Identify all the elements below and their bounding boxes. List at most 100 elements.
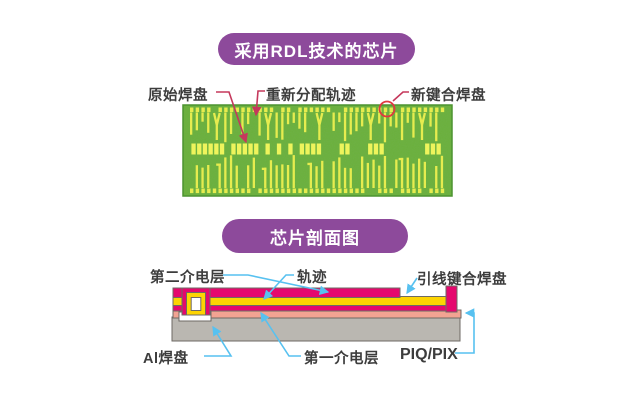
- die-trace: [241, 107, 245, 113]
- die-trace: [214, 143, 219, 155]
- die-trace: [305, 143, 310, 155]
- die-trace: [315, 107, 319, 113]
- die-trace: [429, 188, 433, 194]
- die-trace: [400, 112, 404, 141]
- die-trace: [429, 107, 433, 113]
- label-wire-bond-pad: 引线键合焊盘: [417, 272, 507, 288]
- die-trace: [412, 112, 415, 138]
- die-trace: [269, 188, 274, 194]
- die-trace: [338, 112, 341, 123]
- die-trace: [298, 112, 301, 129]
- die-trace: [242, 143, 247, 155]
- die-trace: [190, 107, 194, 113]
- die-trace: [197, 143, 202, 155]
- cross-section-leader-lines: [204, 274, 475, 357]
- die-trace: [235, 107, 239, 113]
- die-trace: [326, 188, 331, 194]
- leader-new-bond-pad: [392, 91, 409, 102]
- die-trace: [418, 107, 422, 113]
- die-trace: [343, 112, 347, 142]
- die-trace: [332, 161, 335, 188]
- die-trace: [355, 188, 359, 194]
- die-trace: [264, 188, 268, 194]
- die-trace: [321, 188, 325, 194]
- die-trace: [235, 165, 238, 188]
- die-trace: [389, 107, 393, 113]
- die-trace: [321, 160, 324, 188]
- die-trace: [224, 188, 228, 194]
- die-trace: [435, 107, 439, 113]
- die-trace: [418, 158, 421, 188]
- die-trace: [429, 112, 432, 127]
- die-trace: [315, 112, 324, 140]
- die-trace: [368, 143, 373, 155]
- die-trace: [241, 112, 244, 134]
- die-trace: [311, 143, 316, 155]
- die-trace: [264, 107, 268, 113]
- die-trace: [229, 107, 234, 113]
- die-trace: [229, 155, 233, 188]
- title-banner-rdl-chip: 采用RDL技术的芯片: [218, 33, 415, 65]
- die-trace: [307, 162, 312, 166]
- second-dielectric-layer: [172, 287, 401, 298]
- die-trace: [440, 188, 445, 194]
- label-redistribution-trace: 重新分配轨迹: [266, 88, 356, 104]
- die-trace: [218, 188, 222, 194]
- die-trace: [361, 156, 364, 188]
- leader-second-dielectric: [223, 274, 330, 295]
- die-trace: [372, 159, 375, 188]
- die-trace: [425, 143, 430, 155]
- die-trace: [406, 157, 409, 188]
- die-trace: [435, 188, 439, 194]
- die-trace: [435, 166, 438, 188]
- leader-first-dielectric: [260, 311, 301, 357]
- die-trace: [292, 188, 296, 194]
- die-trace: [366, 107, 371, 113]
- leader-piq-pix: [455, 308, 475, 354]
- die-trace: [281, 107, 285, 113]
- new-bond-pad-highlight-circle: [378, 100, 396, 118]
- label-second-dielectric: 第二介电层: [150, 270, 225, 286]
- die-trace: [237, 143, 242, 155]
- die-pattern: [190, 107, 445, 194]
- die-trace: [219, 143, 225, 155]
- leader-trace: [263, 274, 294, 300]
- die-trace: [366, 162, 369, 188]
- die-trace: [349, 188, 353, 194]
- die-trace: [395, 159, 398, 188]
- die-trace: [395, 112, 398, 128]
- die-trace: [241, 188, 245, 194]
- cross-section-drawing: [171, 285, 462, 342]
- label-original-pad: 原始焊盘: [148, 88, 208, 104]
- die-trace: [440, 155, 444, 188]
- die-trace: [258, 188, 262, 194]
- die-trace: [298, 188, 302, 194]
- label-trace: 轨迹: [297, 270, 327, 286]
- die-trace: [190, 188, 194, 194]
- die-trace: [343, 167, 347, 188]
- die-trace: [345, 143, 350, 155]
- die-trace: [281, 164, 284, 188]
- die-trace: [207, 188, 211, 194]
- die-trace: [207, 165, 210, 188]
- die-trace: [400, 157, 404, 188]
- die-trace: [400, 188, 405, 194]
- die-trace: [229, 112, 233, 134]
- die-trace: [338, 188, 342, 194]
- die-trace: [224, 112, 227, 143]
- die-trace: [288, 143, 293, 155]
- die-trace: [195, 112, 198, 131]
- die-trace: [418, 188, 422, 194]
- die-trace: [373, 143, 379, 155]
- substrate-layer: [171, 316, 461, 342]
- die-trace: [202, 143, 208, 155]
- die-trace: [275, 112, 278, 138]
- die-trace: [264, 112, 273, 140]
- die-trace: [275, 165, 278, 188]
- title-banner-cross-section: 芯片剖面图: [222, 219, 408, 253]
- die-trace: [309, 188, 314, 194]
- die-trace: [326, 107, 331, 113]
- die-trace: [321, 107, 325, 113]
